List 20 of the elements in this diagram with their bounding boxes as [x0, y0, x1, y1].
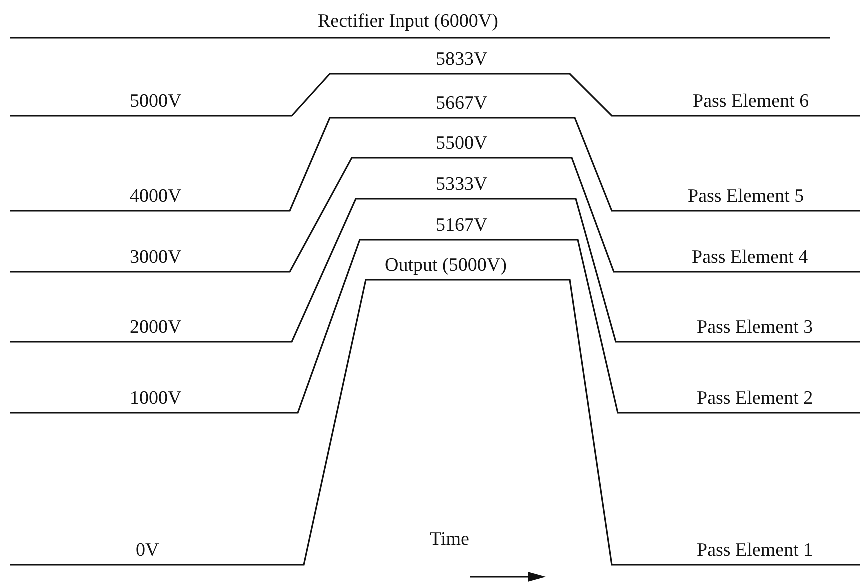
level-label: 5333V [436, 175, 488, 195]
level-label: 1000V [130, 389, 182, 409]
level-label: 5500V [436, 134, 488, 154]
level-label: Output (5000V) [385, 256, 507, 276]
trace-label: Pass Element 4 [692, 248, 808, 268]
axis-label: Time [430, 530, 470, 550]
level-label: 5167V [436, 216, 488, 236]
level-label: 5667V [436, 94, 488, 114]
trace-label: Pass Element 1 [697, 541, 814, 561]
level-label: 2000V [130, 318, 182, 338]
trace-label: Pass Element 5 [688, 187, 804, 207]
trace-label: Pass Element 6 [693, 92, 810, 112]
level-label: 5000V [130, 92, 182, 112]
level-label: 5833V [436, 50, 488, 70]
level-label: Rectifier Input (6000V) [318, 12, 498, 32]
level-label: 0V [136, 541, 160, 561]
level-label: 4000V [130, 187, 182, 207]
trace-label: Pass Element 3 [697, 318, 814, 338]
trace-label: Pass Element 2 [697, 389, 814, 409]
level-label: 3000V [130, 248, 182, 268]
